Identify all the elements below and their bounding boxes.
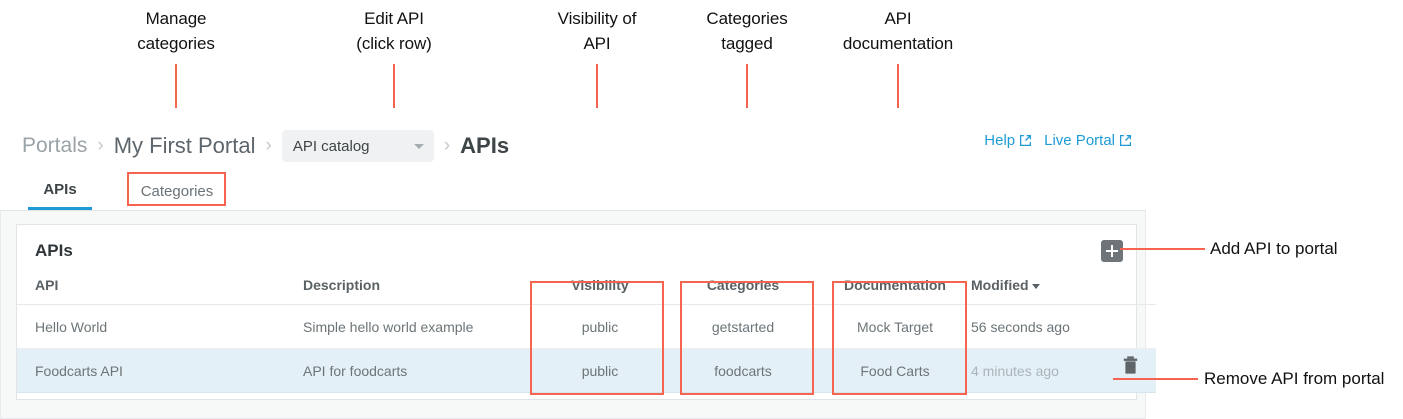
apis-card: APIs API Description Visibility Categori… xyxy=(16,224,1156,400)
table-row[interactable]: Hello World Simple hello world example p… xyxy=(17,304,1156,349)
breadcrumb-separator-icon: › xyxy=(97,135,104,156)
tab-apis[interactable]: APIs xyxy=(28,172,92,210)
breadcrumb-current-apis: APIs xyxy=(460,133,510,158)
apis-table: API Description Visibility Categories Do… xyxy=(17,277,1156,393)
chevron-down-icon xyxy=(413,143,424,149)
apis-card-header: APIs xyxy=(17,225,1136,277)
tab-bar: APIs Categories xyxy=(0,172,1146,211)
callout-label-edit-api: Edit API (click row) xyxy=(356,9,432,53)
cell-visibility: public xyxy=(533,304,667,349)
callout-line-add-api-to-portal xyxy=(1120,248,1205,250)
cell-modified: 4 minutes ago xyxy=(971,362,1059,379)
cell-documentation: Food Carts xyxy=(819,348,971,393)
callout-label-remove-api-from-portal: Remove API from portal xyxy=(1204,369,1385,388)
table-row[interactable]: Foodcarts API API for foodcarts public f… xyxy=(17,348,1156,393)
tab-apis-label: APIs xyxy=(43,181,77,198)
callout-label-add-api-to-portal: Add API to portal xyxy=(1210,239,1338,258)
trash-icon[interactable] xyxy=(1123,356,1138,374)
callout-line-remove-api-from-portal xyxy=(1113,378,1198,380)
portal-admin-app: Portals › My First Portal › API catalog … xyxy=(0,108,1156,419)
column-header-modified-label: Modified xyxy=(971,277,1029,293)
breadcrumb-portals[interactable]: Portals xyxy=(22,134,88,157)
add-api-button[interactable] xyxy=(1101,240,1123,262)
external-link-icon xyxy=(1020,134,1032,147)
cell-categories: getstarted xyxy=(667,304,819,349)
apis-card-title: APIs xyxy=(35,241,73,260)
cell-api: Foodcarts API xyxy=(17,348,303,393)
tab-categories-label: Categories xyxy=(140,182,214,200)
external-link-icon xyxy=(1119,134,1132,147)
callout-label-categories-tagged: Categories tagged xyxy=(706,9,788,53)
catalog-select[interactable]: API catalog xyxy=(281,130,434,162)
cell-description: Simple hello world example xyxy=(303,304,533,349)
breadcrumb-separator-icon: › xyxy=(265,135,272,156)
callout-label-api-documentation: API documentation xyxy=(842,9,954,53)
breadcrumb: Portals › My First Portal › API catalog … xyxy=(22,126,509,166)
cell-modified: 56 seconds ago xyxy=(971,304,1156,349)
live-portal-link[interactable]: Live Portal xyxy=(1044,132,1132,149)
callout-label-manage-categories: Manage categories xyxy=(137,9,215,53)
breadcrumb-separator-icon: › xyxy=(443,135,451,156)
callout-label-visibility-of-api: Visibility of API xyxy=(557,9,637,53)
column-header-api[interactable]: API xyxy=(17,277,303,305)
cell-documentation: Mock Target xyxy=(819,304,971,349)
cell-api: Hello World xyxy=(17,304,303,349)
column-header-modified[interactable]: Modified xyxy=(971,277,1156,305)
help-link[interactable]: Help xyxy=(984,132,1032,149)
help-link-label: Help xyxy=(984,132,1016,149)
sort-descending-icon xyxy=(1031,283,1040,289)
cell-categories: foodcarts xyxy=(667,348,819,393)
header-links: Help Live Portal xyxy=(984,132,1132,149)
cell-visibility: public xyxy=(533,348,667,393)
column-header-description[interactable]: Description xyxy=(303,277,533,305)
table-header-row: API Description Visibility Categories Do… xyxy=(17,277,1156,305)
column-header-categories[interactable]: Categories xyxy=(667,277,819,305)
catalog-select-label: API catalog xyxy=(292,137,370,155)
column-header-visibility[interactable]: Visibility xyxy=(533,277,667,305)
breadcrumb-my-first-portal[interactable]: My First Portal xyxy=(113,133,256,158)
cell-description: API for foodcarts xyxy=(303,348,533,393)
tab-categories[interactable]: Categories xyxy=(128,172,226,210)
live-portal-link-label: Live Portal xyxy=(1044,132,1115,149)
column-header-documentation[interactable]: Documentation xyxy=(819,277,971,305)
